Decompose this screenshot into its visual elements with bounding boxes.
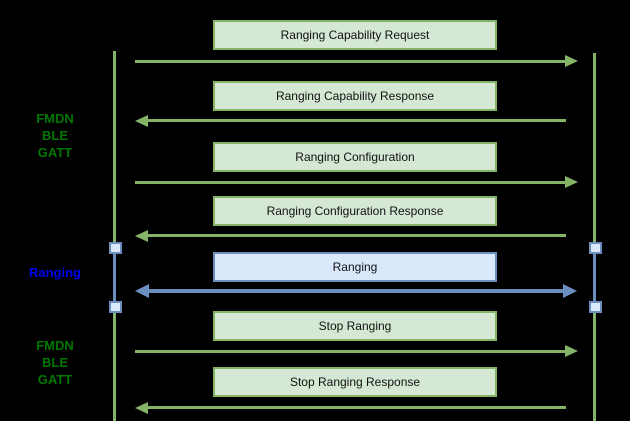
message-label: Ranging (332, 260, 378, 274)
message-label: Stop Ranging (318, 319, 392, 333)
message-box: Ranging Configuration Response (213, 196, 497, 226)
lifeline-right (593, 53, 596, 421)
arrow-line (135, 350, 565, 353)
arrow-line (148, 234, 566, 237)
message-label: Ranging Capability Response (275, 89, 435, 103)
arrowhead-right-icon (563, 284, 577, 298)
message-label: Ranging Capability Request (280, 28, 430, 42)
phase-label-line: GATT (37, 372, 73, 387)
arrowhead-left-icon (135, 230, 148, 242)
phase-label-line: BLE (42, 128, 68, 143)
arrowhead-right-icon (565, 345, 578, 357)
lifeline-left (113, 51, 116, 421)
activation-marker (109, 242, 122, 254)
arrowhead-right-icon (565, 55, 578, 67)
message-box: Ranging (213, 252, 497, 282)
phase-label-fmdn-bottom: FMDN BLE GATT (0, 337, 110, 388)
arrowhead-left-icon (135, 402, 148, 414)
message-box: Ranging Configuration (213, 142, 497, 172)
message-box: Stop Ranging (213, 311, 497, 341)
activation-marker (589, 301, 602, 313)
phase-label-ranging: Ranging (0, 264, 110, 281)
arrowhead-left-icon (135, 115, 148, 127)
phase-label-line: GATT (37, 145, 73, 160)
phase-label-line: BLE (42, 355, 68, 370)
arrow-line (135, 60, 565, 63)
message-box: Ranging Capability Response (213, 81, 497, 111)
lifeline-right-ranging-segment (593, 252, 596, 302)
arrowhead-right-icon (565, 176, 578, 188)
arrow-line (135, 181, 565, 184)
arrow-line (148, 406, 566, 409)
arrowhead-left-icon (135, 284, 149, 298)
phase-label-line: FMDN (36, 111, 74, 126)
activation-marker (109, 301, 122, 313)
phase-label-fmdn-top: FMDN BLE GATT (0, 110, 110, 161)
arrow-line (148, 119, 566, 122)
message-label: Ranging Configuration Response (266, 204, 444, 218)
message-box: Stop Ranging Response (213, 367, 497, 397)
arrow-line (149, 289, 563, 293)
activation-marker (589, 242, 602, 254)
message-label: Stop Ranging Response (289, 375, 421, 389)
phase-label-line: Ranging (29, 265, 81, 280)
message-box: Ranging Capability Request (213, 20, 497, 50)
message-label: Ranging Configuration (295, 150, 415, 164)
lifeline-left-ranging-segment (113, 252, 116, 302)
phase-label-line: FMDN (36, 338, 74, 353)
